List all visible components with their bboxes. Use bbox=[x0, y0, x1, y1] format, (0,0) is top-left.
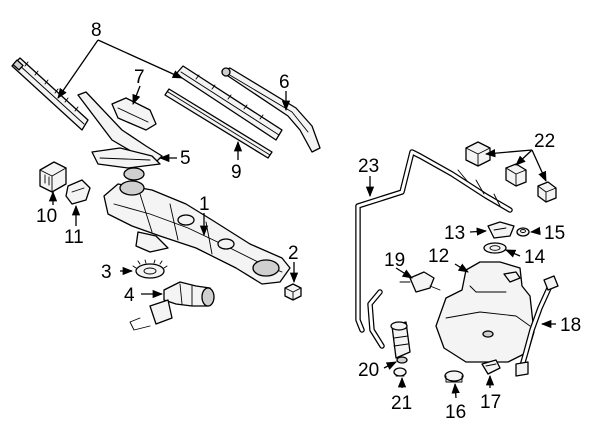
blade-refill bbox=[164, 88, 273, 159]
callout-8: 8 bbox=[91, 20, 102, 41]
level-sensor bbox=[481, 359, 501, 375]
callout-23: 23 bbox=[358, 156, 379, 177]
washer-pump bbox=[390, 321, 411, 364]
reservoir-grommet bbox=[516, 227, 530, 237]
seal-ring bbox=[483, 242, 507, 254]
callout-13: 13 bbox=[444, 223, 465, 244]
washer-reservoir bbox=[435, 261, 535, 363]
hose-connector bbox=[399, 271, 441, 293]
filler-cap bbox=[487, 221, 515, 239]
callout-numbers: 8 7 6 5 9 1 10 11 2 3 4 23 22 13 15 12 1… bbox=[36, 20, 581, 423]
callout-3: 3 bbox=[101, 262, 112, 283]
callout-10: 10 bbox=[36, 206, 57, 227]
wiper-motor bbox=[129, 281, 215, 331]
callout-21: 21 bbox=[391, 393, 412, 414]
wiring-harness bbox=[515, 275, 559, 377]
callout-14: 14 bbox=[524, 247, 546, 268]
callout-12: 12 bbox=[428, 246, 449, 267]
washer-nozzle-2 bbox=[505, 163, 527, 187]
washer-nozzle-1 bbox=[465, 141, 491, 167]
wiper-relay bbox=[39, 161, 67, 193]
washer-hose bbox=[355, 149, 513, 349]
level-sensor-cap bbox=[444, 370, 464, 383]
wiper-blade-left bbox=[11, 57, 89, 131]
callout-4: 4 bbox=[124, 285, 135, 306]
wiper-blade-center bbox=[175, 65, 283, 141]
pump-grommet bbox=[393, 367, 407, 377]
callout-17: 17 bbox=[480, 392, 501, 413]
callout-16: 16 bbox=[445, 402, 466, 423]
mounting-bracket bbox=[65, 179, 91, 205]
callout-11: 11 bbox=[64, 227, 84, 248]
callout-5: 5 bbox=[180, 148, 191, 169]
callout-7: 7 bbox=[134, 67, 145, 88]
arm-cover-cap bbox=[111, 97, 157, 131]
washer-nozzle-3 bbox=[537, 181, 557, 203]
callout-1: 1 bbox=[199, 194, 210, 215]
callout-9: 9 bbox=[231, 162, 242, 183]
callout-2: 2 bbox=[288, 243, 299, 264]
callout-19: 19 bbox=[384, 250, 405, 271]
drive-crank-gear bbox=[132, 259, 168, 279]
leader-lines bbox=[48, 39, 556, 399]
callout-20: 20 bbox=[358, 360, 379, 381]
callout-6: 6 bbox=[279, 72, 290, 93]
wiper-arm-left bbox=[77, 91, 163, 181]
callout-18: 18 bbox=[560, 315, 581, 336]
callout-22: 22 bbox=[534, 131, 555, 152]
callout-15: 15 bbox=[544, 223, 565, 244]
wiper-arm-right bbox=[221, 67, 321, 153]
wiper-linkage-frame bbox=[103, 180, 291, 285]
pivot-nut bbox=[284, 283, 302, 301]
